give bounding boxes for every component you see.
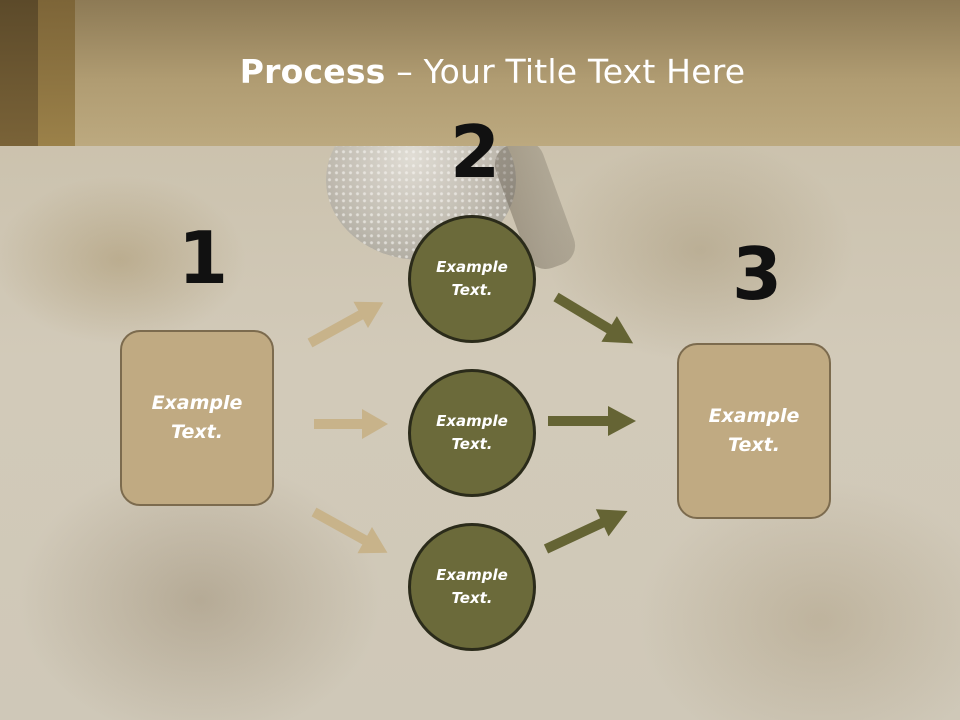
- step-number-3: 3: [732, 232, 783, 316]
- arrow-left-to-top: [307, 301, 384, 348]
- header-accent-dark: [0, 0, 38, 146]
- arrow-middle-to-right: [548, 406, 636, 436]
- step-number-1: 1: [178, 216, 229, 300]
- circle-top-line1: Example: [436, 258, 508, 276]
- circle-top-line2: Text.: [451, 281, 493, 299]
- title-rest: – Your Title Text Here: [385, 52, 746, 91]
- end-box-line1: Example: [708, 405, 800, 427]
- step-number-2: 2: [450, 110, 501, 194]
- circle-bottom: Example Text.: [408, 523, 536, 651]
- end-box-line2: Text.: [728, 434, 780, 456]
- title-bold: Process: [239, 52, 386, 91]
- circle-middle-line2: Text.: [451, 435, 493, 453]
- end-box: Example Text.: [677, 343, 831, 519]
- arrow-bottom-to-right: [543, 509, 628, 554]
- slide-title: Process – Your Title Text Here: [0, 52, 960, 91]
- circle-top: Example Text.: [408, 215, 536, 343]
- circle-bottom-line2: Text.: [451, 589, 493, 607]
- start-box-line1: Example: [151, 392, 243, 414]
- arrow-left-to-bottom: [311, 507, 388, 554]
- start-box-line2: Text.: [171, 421, 223, 443]
- header-accent-light: [38, 0, 75, 146]
- arrow-left-to-middle: [314, 409, 388, 439]
- arrow-top-to-right: [553, 292, 634, 344]
- start-box: Example Text.: [120, 330, 274, 506]
- circle-middle-line1: Example: [436, 412, 508, 430]
- circle-bottom-line1: Example: [436, 566, 508, 584]
- circle-middle: Example Text.: [408, 369, 536, 497]
- title-bar: [0, 0, 960, 146]
